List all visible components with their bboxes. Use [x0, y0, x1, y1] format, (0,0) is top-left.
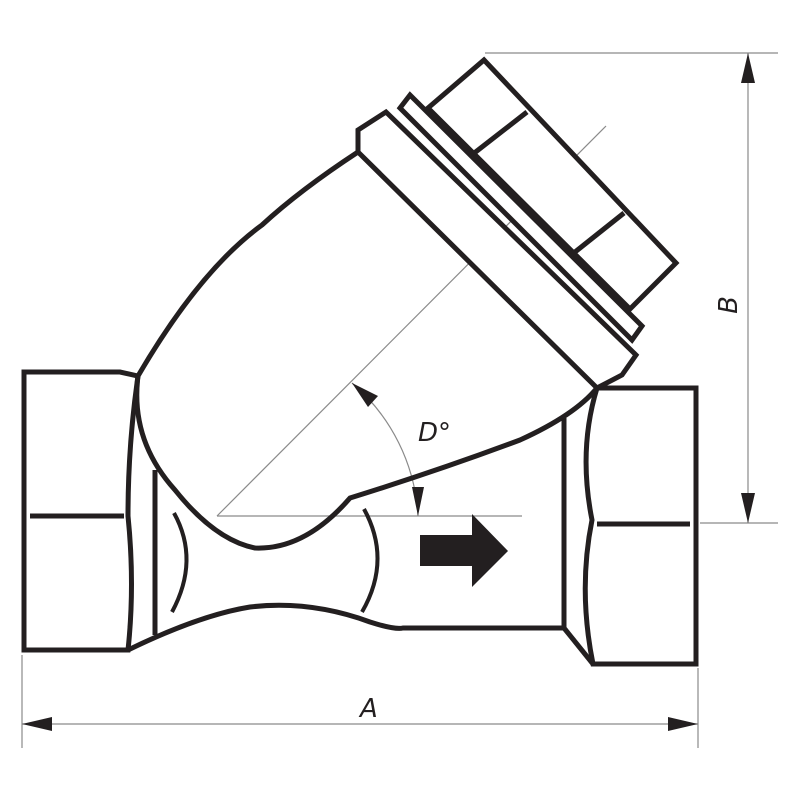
left-hex-connector — [21, 369, 158, 653]
strainer-cap — [355, 56, 680, 392]
angle-arrowhead-bottom-icon — [412, 487, 424, 516]
flow-arrow-icon — [420, 514, 508, 587]
arrowhead-up-icon — [741, 53, 755, 83]
dimension-lines — [21, 52, 778, 748]
right-hex-connector — [561, 385, 699, 667]
arrowhead-left-icon — [22, 717, 52, 731]
angle-arrowhead-top-icon — [352, 383, 378, 407]
arrowhead-down-icon — [741, 493, 755, 523]
strainer-body — [126, 149, 599, 653]
dimension-label-b: B — [713, 296, 744, 314]
angle-label-d: D° — [418, 418, 452, 448]
arrowhead-right-icon — [668, 717, 698, 731]
dimension-label-a: A — [360, 694, 378, 724]
